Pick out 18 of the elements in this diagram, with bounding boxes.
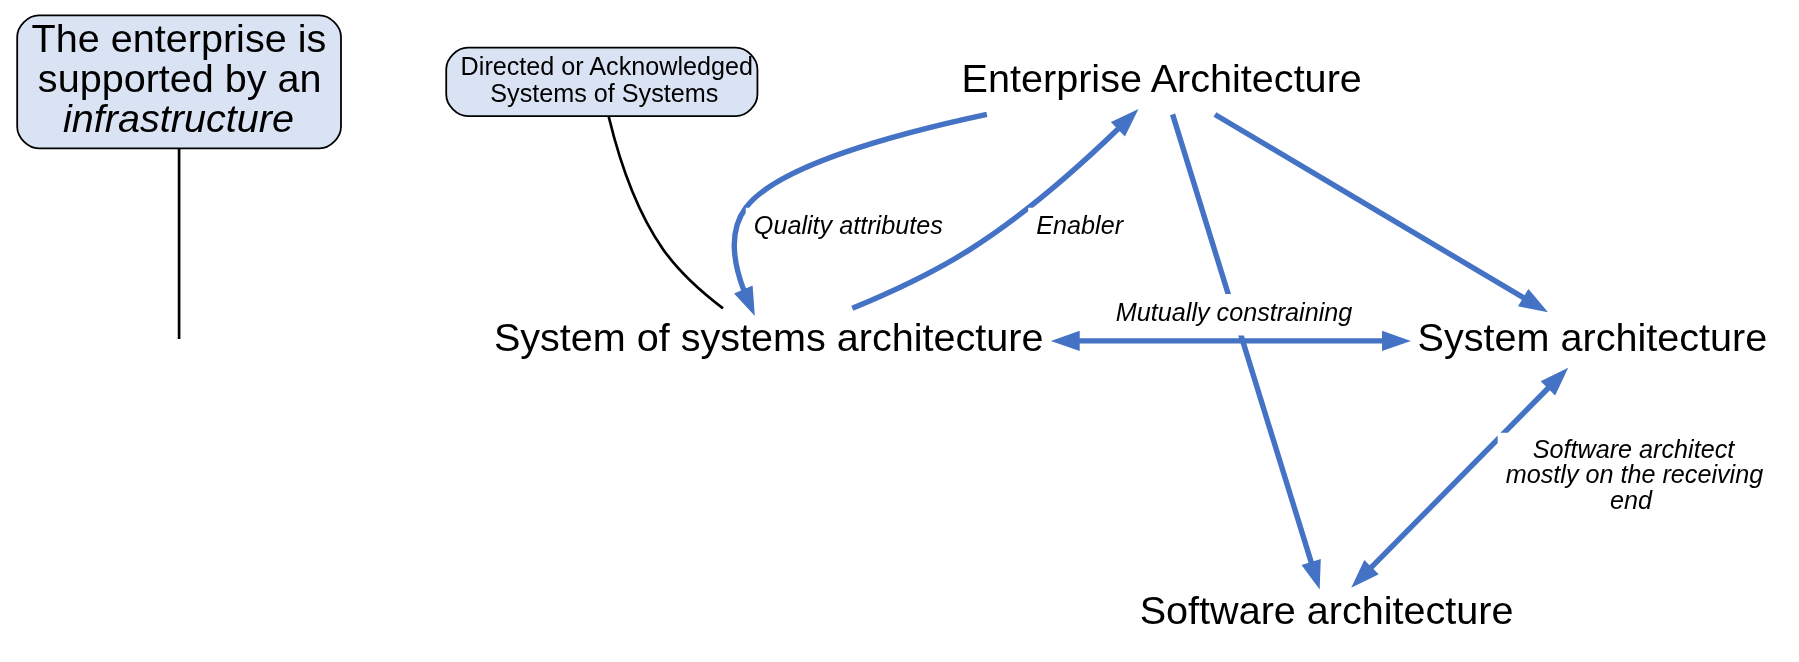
arrow: [1350, 367, 1568, 588]
node-text: System architecture: [1417, 314, 1767, 359]
arrow: [1213, 112, 1548, 313]
node-box: Directed or Acknowledged Systems of Systems: [444, 46, 758, 117]
connector: [177, 148, 180, 339]
arrow: [850, 109, 1138, 311]
arrow: [1050, 330, 1411, 351]
node-text: Software architecture: [1139, 588, 1514, 633]
edge-label: Quality attributes: [753, 211, 943, 240]
edge-label: Mutually constraining: [1115, 297, 1352, 326]
node-text: System of systems architecture: [493, 314, 1044, 359]
node-box: The enterprise is supported by an infrastructure: [15, 14, 342, 150]
arrow: [1169, 113, 1321, 590]
connector: [606, 116, 724, 310]
arrow: [731, 111, 987, 316]
edge-label: Software architect mostly on the receiving end: [1505, 435, 1763, 514]
node-text: Enterprise Architecture: [961, 55, 1362, 100]
edge-label: Enabler: [1035, 211, 1123, 240]
